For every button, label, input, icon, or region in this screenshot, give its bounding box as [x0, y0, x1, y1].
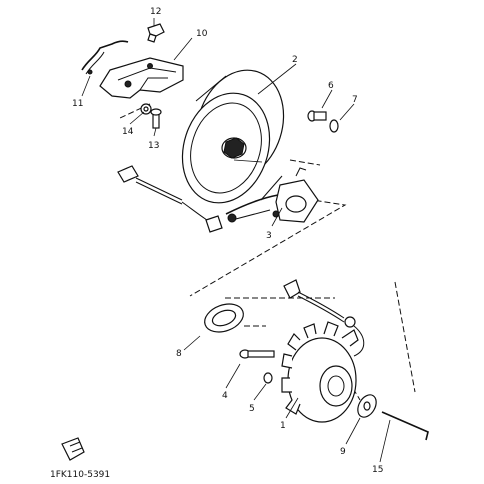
callout-9: 9	[340, 447, 346, 457]
washer-part-7	[329, 119, 339, 133]
bolt-part-6	[307, 110, 327, 122]
callout-6: 6	[328, 81, 334, 91]
callout-8: 8	[176, 349, 182, 359]
callout-4: 4	[222, 391, 228, 401]
callout-2: 2	[292, 55, 298, 65]
callout-10: 10	[196, 29, 208, 39]
callout-5: 5	[249, 404, 255, 414]
pickup-coil	[225, 167, 319, 223]
wire-clamp	[81, 40, 129, 75]
pickup-coil-lead	[117, 165, 223, 233]
callout-7: 7	[352, 95, 358, 105]
washer-part-9	[357, 394, 377, 418]
oil-seal-part-8	[183, 303, 244, 351]
callout-13: 13	[148, 141, 159, 151]
callout-15: 15	[372, 465, 383, 475]
callout-14: 14	[122, 127, 134, 137]
front-direction-arrow-icon	[61, 437, 85, 461]
screw-part-13	[150, 108, 162, 129]
stator-lead	[283, 279, 365, 357]
flywheel	[181, 69, 285, 204]
washer-part-5	[263, 372, 273, 384]
callout-12: 12	[150, 7, 161, 17]
callout-3: 3	[266, 231, 272, 241]
callout-labels: 12 10 2 6 7 11 14 13 3 8 4 5 1 9 15	[72, 7, 383, 475]
diagram-code: 1FK110-5391	[50, 470, 110, 480]
callout-11: 11	[72, 99, 83, 109]
base-bracket	[99, 57, 184, 99]
clip-part-12	[147, 23, 165, 43]
stator-coil	[281, 321, 359, 423]
washer-part-14	[140, 103, 152, 115]
leader-lines	[81, 18, 391, 463]
screw-part-4	[239, 349, 275, 359]
callout-1: 1	[280, 421, 286, 431]
wire-part-15	[381, 411, 429, 441]
